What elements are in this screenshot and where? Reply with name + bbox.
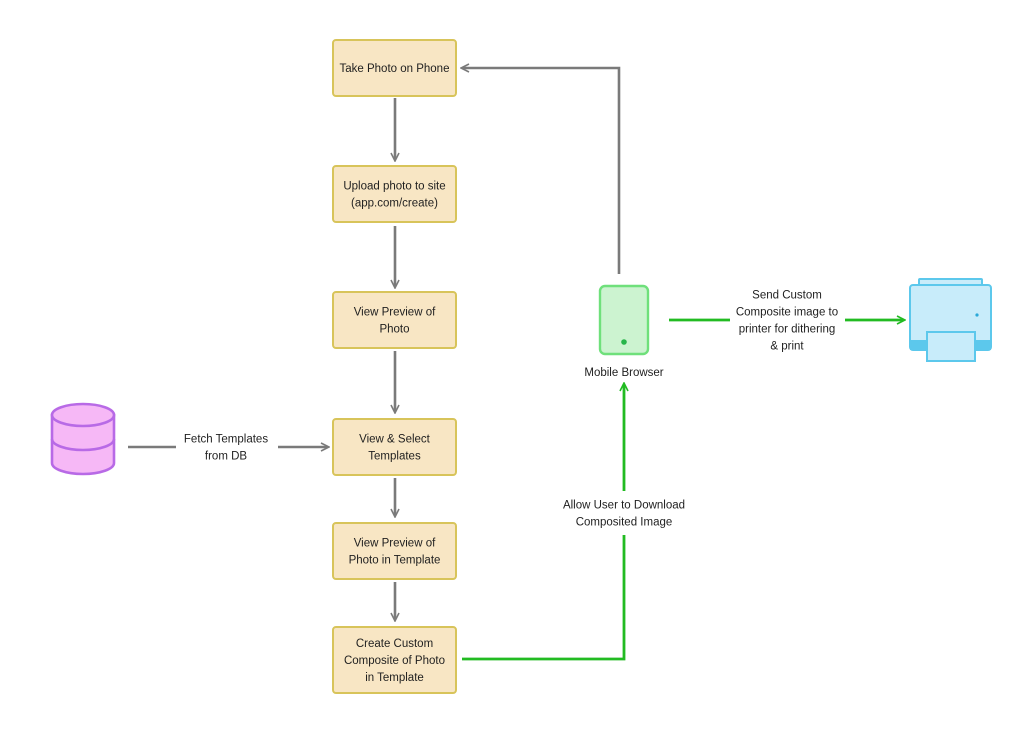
mobile-phone-icon[interactable] [598,284,650,356]
node-view-preview-template[interactable]: View Preview of Photo in Template [332,522,457,580]
arrow-create-to-download-label [462,535,626,661]
node-view-preview-text: View Preview of Photo [354,307,436,336]
node-upload-photo[interactable]: Upload photo to site (app.com/create) [332,165,457,223]
text-line: Upload photo to site [343,181,445,193]
text-line: Allow User to Download [563,500,685,512]
node-view-preview-template-text: View Preview of Photo in Template [349,538,441,567]
text-line: Composite of Photo [344,655,445,667]
node-view-preview[interactable]: View Preview of Photo [332,291,457,349]
text-line: Take Photo on Phone [340,63,450,75]
text-line: in Template [365,672,424,684]
database-icon [50,402,116,476]
node-upload-photo-text: Upload photo to site (app.com/create) [343,181,445,210]
text-line: & print [770,341,804,353]
text-line: Fetch Templates [184,434,268,446]
text-line: Photo in Template [349,555,441,567]
text-line: printer for dithering [739,324,836,336]
node-take-photo-text: Take Photo on Phone [340,63,450,75]
text-line: Templates [368,451,421,463]
printer-icon [909,278,992,362]
arrow-phone-back-to-take-photo [462,68,621,274]
label-fetch-templates: Fetch Templates from DB [184,434,268,463]
text-line: (app.com/create) [351,198,438,210]
text-line: Send Custom [752,290,822,302]
text-line: Composited Image [576,517,673,529]
mobile-browser-label: Mobile Browser [584,367,663,379]
node-take-photo[interactable]: Take Photo on Phone [332,39,457,97]
text-line: View & Select [359,434,431,446]
text-line: Composite image to [736,307,838,319]
text-line: View Preview of [354,307,436,319]
text-line: View Preview of [354,538,436,550]
text-line: from DB [205,451,248,463]
green-connectors [462,320,904,661]
text-line: Photo [379,324,409,336]
text-line: Create Custom [356,638,433,650]
gray-connectors [128,68,621,620]
